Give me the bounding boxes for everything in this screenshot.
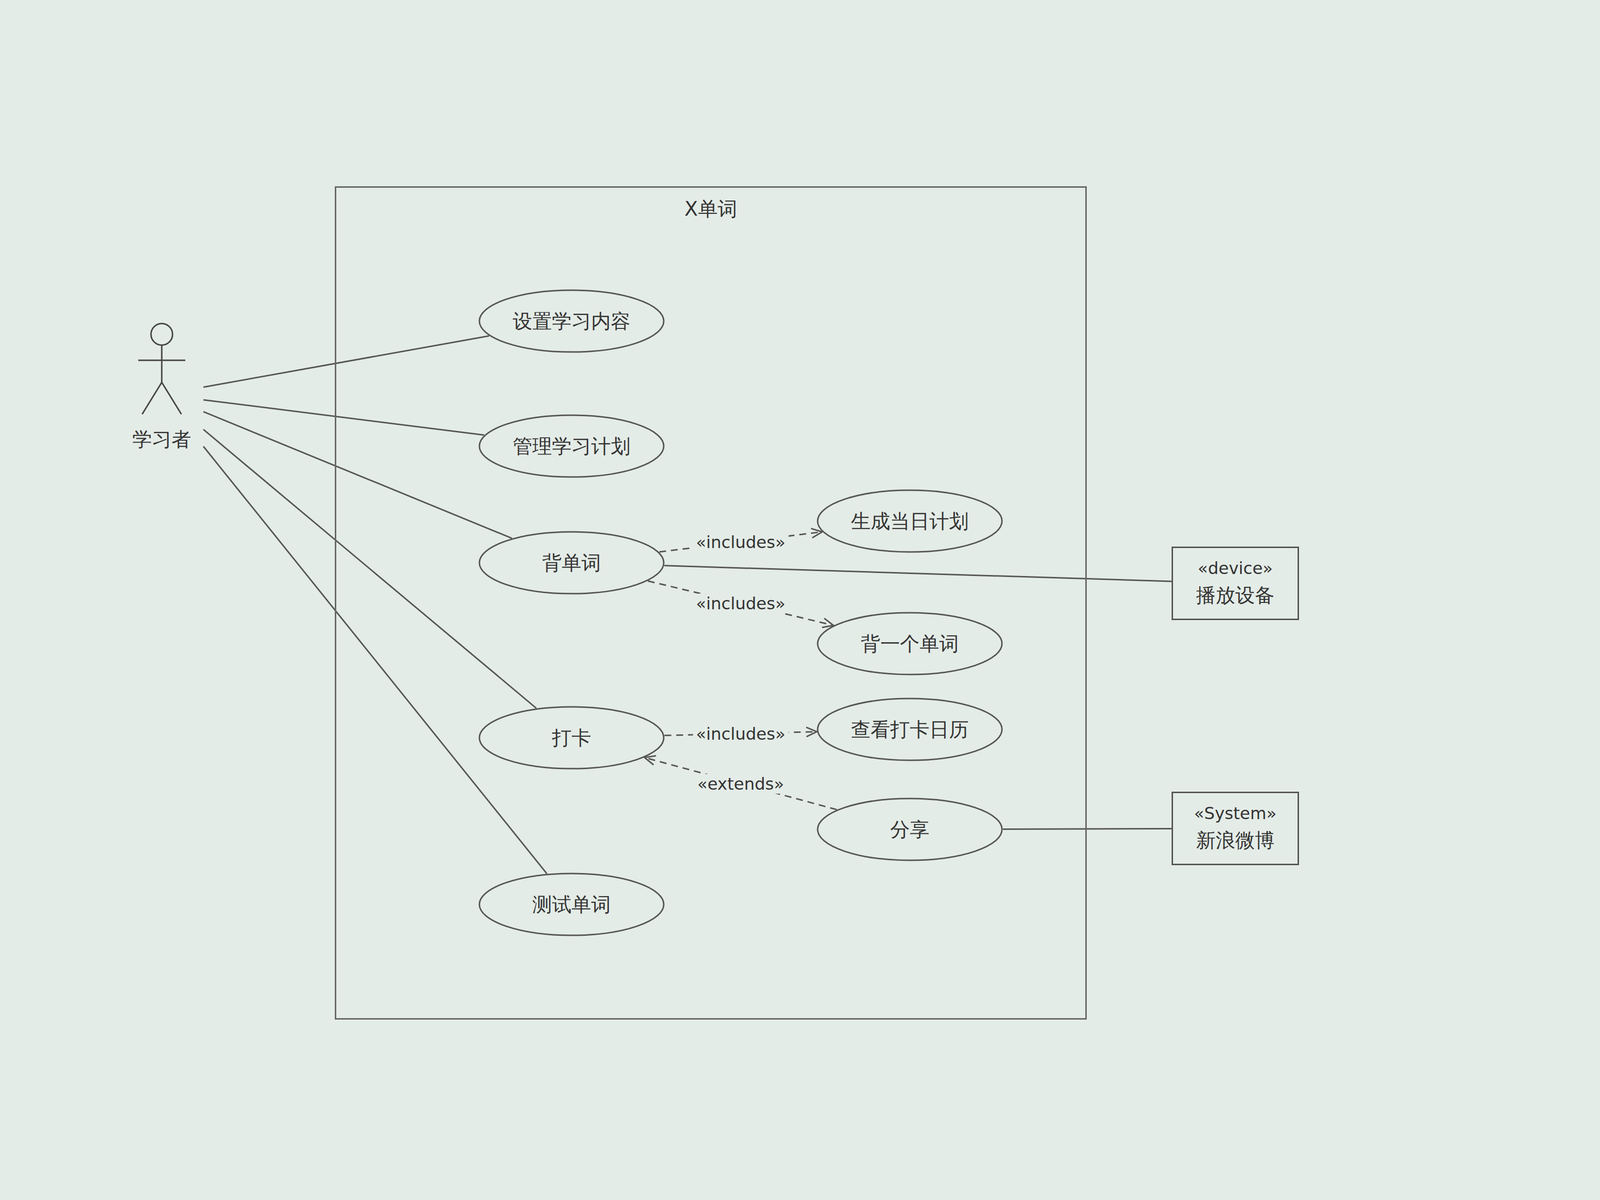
association-line [1002,828,1172,829]
external-system-box: «System»新浪微博 [1171,791,1300,866]
actor: 学习者 [120,321,204,469]
use-case-ellipse: 生成当日计划 [816,489,1003,553]
association-line [203,400,485,436]
use-case-name: 设置学习内容 [512,307,631,335]
association-line [664,565,1172,582]
use-case-name: 背一个单词 [860,630,959,658]
use-case-ellipse: 管理学习计划 [478,414,665,478]
use-case-name: 背单词 [542,549,601,577]
association-line [203,335,490,388]
use-case-name: 查看打卡日历 [850,716,969,744]
actor-name: 学习者 [132,425,192,453]
stereotype-label: «includes» [693,593,789,614]
use-case-name: 打卡 [551,724,592,752]
boundary-title: X单词 [336,187,1086,223]
use-case-name: 测试单词 [532,891,611,919]
stereotype: «device» [1197,558,1273,578]
dependency-arrow [659,531,823,552]
association-line [203,446,548,875]
use-case-ellipse: 分享 [816,797,1003,862]
use-case-ellipse: 查看打卡日历 [816,697,1003,762]
external-system-box: «device» 播放设备 [1171,546,1300,621]
stereotype-label: «includes» [693,532,789,552]
use-case-name: 生成当日计划 [850,507,969,535]
use-case-name: 分享 [890,816,930,844]
system-name: 新浪微博 [1196,826,1275,854]
actor-figure [132,321,192,420]
use-case-ellipse: 测试单词 [478,872,665,937]
system-name: 播放设备 [1196,581,1275,609]
use-case-ellipse: 背单词 [478,530,665,595]
association-line [203,411,512,539]
dependency-arrow [644,757,837,810]
stereotype-label: «extends» [694,774,787,794]
use-case-ellipse: 背一个单词 [816,611,1003,676]
stereotype-label: «includes» [693,724,789,744]
use-case-name: 管理学习计划 [512,432,631,460]
use-case-ellipse: 打卡 [478,705,665,770]
dependency-arrow [648,580,834,626]
use-case-ellipse: 设置学习内容 [478,289,665,353]
stereotype: «System» [1194,803,1277,824]
